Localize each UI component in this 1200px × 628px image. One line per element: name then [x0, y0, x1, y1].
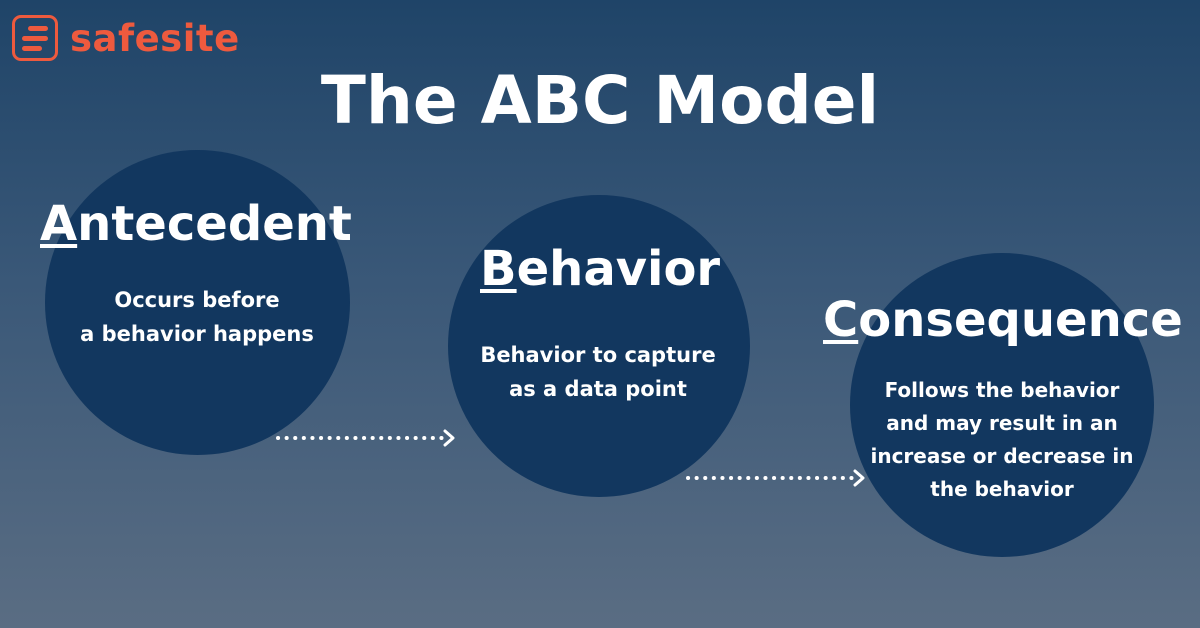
- consequence-heading-rest: onsequence: [858, 292, 1183, 348]
- behavior-heading: Behavior: [480, 245, 720, 293]
- consequence-circle: [850, 253, 1154, 557]
- brand-name: safesite: [70, 16, 240, 60]
- behavior-letter: B: [480, 241, 517, 297]
- page-title: The ABC Model: [320, 62, 880, 139]
- behavior-description: Behavior to capture as a data point: [448, 338, 748, 406]
- consequence-description-line: increase or decrease in: [870, 444, 1134, 468]
- antecedent-description-line: a behavior happens: [80, 322, 314, 346]
- consequence-description-line: and may result in an: [886, 411, 1118, 435]
- antecedent-letter: A: [40, 196, 78, 252]
- antecedent-description: Occurs before a behavior happens: [47, 283, 347, 351]
- behavior-description-line: as a data point: [509, 377, 687, 401]
- behavior-description-line: Behavior to capture: [480, 343, 716, 367]
- arrow-behavior-to-consequence: [686, 469, 865, 487]
- consequence-description-line: the behavior: [930, 477, 1074, 501]
- antecedent-description-line: Occurs before: [114, 288, 280, 312]
- consequence-heading: Consequence: [823, 296, 1183, 344]
- behavior-heading-rest: ehavior: [516, 241, 721, 297]
- consequence-letter: C: [823, 292, 859, 348]
- antecedent-heading: Antecedent: [40, 200, 352, 248]
- antecedent-heading-rest: ntecedent: [77, 196, 352, 252]
- antecedent-circle: [45, 150, 350, 455]
- consequence-description: Follows the behavior and may result in a…: [852, 374, 1152, 506]
- consequence-description-line: Follows the behavior: [884, 378, 1120, 402]
- safesite-logo-icon: [12, 15, 58, 61]
- behavior-circle: [448, 195, 750, 497]
- brand-logo: safesite: [12, 15, 240, 61]
- arrow-antecedent-to-behavior: [276, 429, 455, 447]
